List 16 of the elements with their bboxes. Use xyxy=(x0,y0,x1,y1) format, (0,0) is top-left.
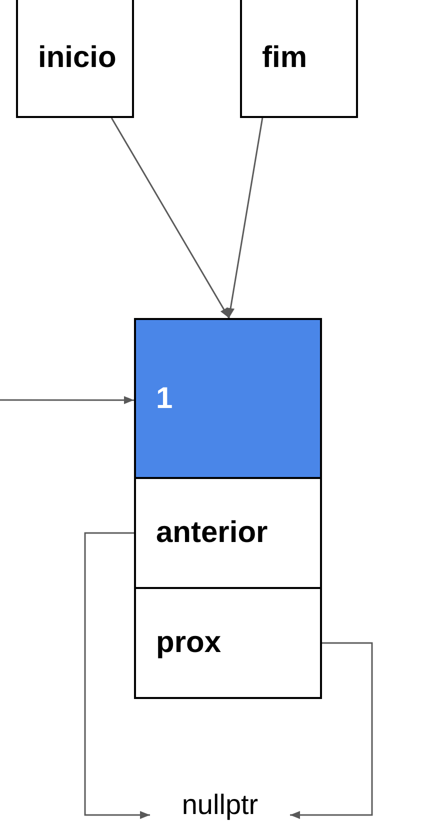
arrow xyxy=(110,118,230,318)
arrow xyxy=(226,118,264,318)
node-text: prox xyxy=(156,626,222,660)
node-text: 1 xyxy=(156,382,173,416)
process-box xyxy=(16,0,134,118)
process-box xyxy=(134,477,322,589)
highlighted-box xyxy=(134,318,322,479)
arrow xyxy=(0,396,134,404)
process-box xyxy=(134,587,322,699)
arrow xyxy=(290,642,373,819)
node-text: anterior xyxy=(156,516,268,550)
node-text: nullptr xyxy=(182,789,258,821)
node-text: inicio xyxy=(38,41,116,75)
arrow xyxy=(84,532,150,819)
process-box xyxy=(240,0,358,118)
node-text: fim xyxy=(262,41,307,75)
